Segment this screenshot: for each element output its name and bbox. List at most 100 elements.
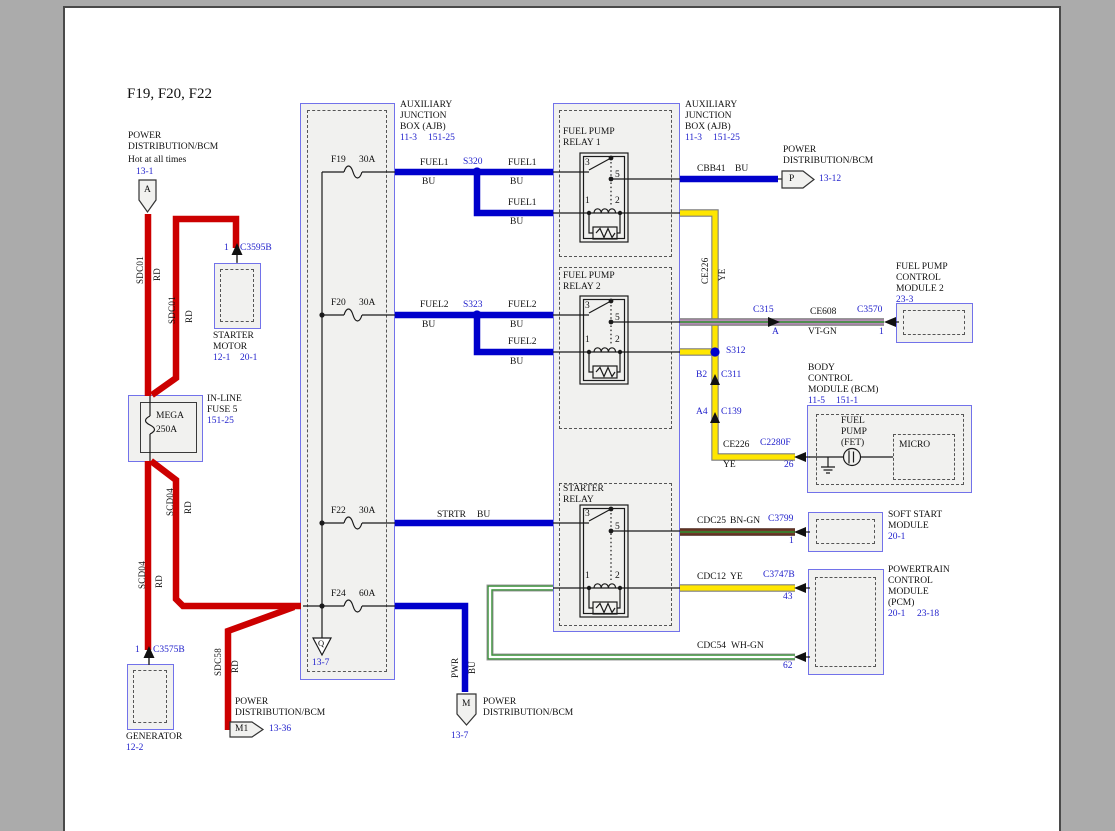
pcm-pin-62: 62 [783, 661, 793, 671]
relay2-pin5: 5 [615, 313, 620, 323]
ajb2-label-3: BOX (AJB) [685, 122, 731, 132]
connector-c3799[interactable]: C3799 [768, 514, 794, 524]
link-11-3-ajb1[interactable]: 11-3 [400, 133, 418, 143]
connector-c3747b[interactable]: C3747B [763, 570, 795, 580]
fuse-f22-name: F22 [331, 506, 346, 516]
fpcm2-label-3: MODULE 2 [896, 284, 944, 294]
connector-c3570[interactable]: C3570 [857, 305, 883, 315]
connector-m-pin: M [462, 699, 471, 709]
pcm-label-3: MODULE [888, 587, 929, 597]
wire-color-bu-cbb41: BU [735, 164, 749, 174]
c3570-pin-1: 1 [879, 327, 884, 337]
connector-m1-pin: M1 [235, 724, 249, 734]
link-151-25-ajb2[interactable]: 151-25 [713, 133, 740, 143]
diagram-title: F19, F20, F22 [127, 86, 213, 102]
link-151-25-fuse[interactable]: 151-25 [207, 416, 234, 426]
connector-c3575b[interactable]: C3575B [153, 645, 185, 655]
link-23-3[interactable]: 23-3 [896, 295, 914, 305]
link-11-3-ajb2[interactable]: 11-3 [685, 133, 703, 143]
connector-c311[interactable]: C311 [721, 370, 742, 380]
wire-label-fuel1-b: FUEL1 [508, 158, 537, 168]
m-power-dist-2: DISTRIBUTION/BCM [483, 708, 574, 718]
relay2-pin1: 1 [585, 335, 590, 345]
connector-c2280f[interactable]: C2280F [760, 438, 791, 448]
wire-label-fuel2-b: FUEL2 [508, 300, 537, 310]
link-13-12[interactable]: 13-12 [819, 174, 842, 184]
wire-label-ce226-h: CE226 [723, 440, 750, 450]
wire-color-rd-1: RD [152, 267, 162, 281]
link-12-1[interactable]: 12-1 [213, 353, 231, 363]
wire-color-vt-gn: VT-GN [808, 327, 837, 337]
link-13-7-ajb[interactable]: 13-7 [312, 658, 330, 668]
link-13-7-m[interactable]: 13-7 [451, 731, 469, 741]
link-13-1[interactable]: 13-1 [136, 167, 154, 177]
relay1-name-1: FUEL PUMP [563, 127, 615, 137]
wire-color-ye-v: YE [717, 268, 727, 281]
m1-power-dist-2: DISTRIBUTION/BCM [235, 708, 326, 718]
link-20-1-sm[interactable]: 20-1 [240, 353, 258, 363]
mega-fuse-rating: 250A [156, 425, 178, 435]
wire-color-rd-3: RD [154, 574, 164, 588]
fuse-f20-amp: 30A [359, 298, 376, 308]
c3595b-pin: 1 [224, 243, 229, 253]
ajb1-label-1: AUXILIARY [400, 100, 453, 110]
connector-c139[interactable]: C139 [721, 407, 742, 417]
wire-color-bu-2: BU [510, 177, 524, 187]
link-20-1-pcm[interactable]: 20-1 [888, 609, 906, 619]
relay3-name-2: RELAY [563, 495, 594, 505]
link-151-1[interactable]: 151-1 [836, 396, 859, 406]
wire-color-bu-3: BU [510, 217, 524, 227]
relay3-name-1: STARTER [563, 484, 604, 494]
c311-pin-b2: B2 [696, 370, 708, 380]
link-151-25-ajb1[interactable]: 151-25 [428, 133, 455, 143]
wire-label-cdc25: CDC25 [697, 516, 727, 526]
connector-a-pin: A [144, 185, 151, 195]
connector-c315[interactable]: C315 [753, 305, 774, 315]
pcm-label-4: (PCM) [888, 598, 915, 608]
relay1-pin3: 3 [585, 158, 590, 168]
wire-color-ye-cdc12: YE [730, 572, 743, 582]
relay2-pin3: 3 [585, 301, 590, 311]
fuse-f24-amp: 60A [359, 589, 376, 599]
link-13-36[interactable]: 13-36 [269, 724, 292, 734]
c2280f-pin-26: 26 [784, 460, 794, 470]
link-23-18[interactable]: 23-18 [917, 609, 940, 619]
splice-s312-label[interactable]: S312 [726, 346, 746, 356]
power-dist-label-1: POWER [128, 131, 162, 141]
fet-label-3: (FET) [841, 438, 865, 448]
link-12-2[interactable]: 12-2 [126, 743, 144, 753]
micro-label: MICRO [899, 440, 931, 450]
relay2-pin2: 2 [615, 335, 620, 345]
fuse-f19-name: F19 [331, 155, 346, 165]
relay1-name-2: RELAY 1 [563, 138, 601, 148]
ajb2-label-2: JUNCTION [685, 111, 732, 121]
connector-c3595b[interactable]: C3595B [240, 243, 272, 253]
starter-motor-label-1: STARTER [213, 331, 254, 341]
wire-label-sdc58: SDC58 [213, 647, 223, 676]
c315-pin-a: A [772, 327, 779, 337]
splice-s323-label[interactable]: S323 [463, 300, 483, 310]
generator-label: GENERATOR [126, 732, 183, 742]
relay3-pin2: 2 [615, 571, 620, 581]
generator-box-inner [133, 670, 167, 723]
ajb-box-1-inner [307, 110, 387, 672]
relay3-pin1: 1 [585, 571, 590, 581]
link-20-1-ssm[interactable]: 20-1 [888, 532, 906, 542]
fuel-pump-control-module-2-inner [903, 310, 965, 335]
wire-label-fuel2-c: FUEL2 [508, 337, 537, 347]
wire-label-pwr: PWR [450, 657, 460, 678]
splice-s320-label[interactable]: S320 [463, 157, 483, 167]
fpcm2-label-1: FUEL PUMP [896, 262, 948, 272]
wire-color-bn-gn: BN-GN [730, 516, 761, 526]
wire-label-scd04-1: SCD04 [137, 560, 147, 589]
pcm-box-inner [815, 577, 876, 667]
fet-label-2: PUMP [841, 427, 867, 437]
starter-motor-label-2: MOTOR [213, 342, 248, 352]
link-11-5[interactable]: 11-5 [808, 396, 826, 406]
fuse-f24-name: F24 [331, 589, 346, 599]
wire-label-fuel2-a: FUEL2 [420, 300, 449, 310]
bcm-label-2: CONTROL [808, 374, 853, 384]
p-power-dist-1: POWER [783, 145, 817, 155]
bcm-label-1: BODY [808, 363, 835, 373]
